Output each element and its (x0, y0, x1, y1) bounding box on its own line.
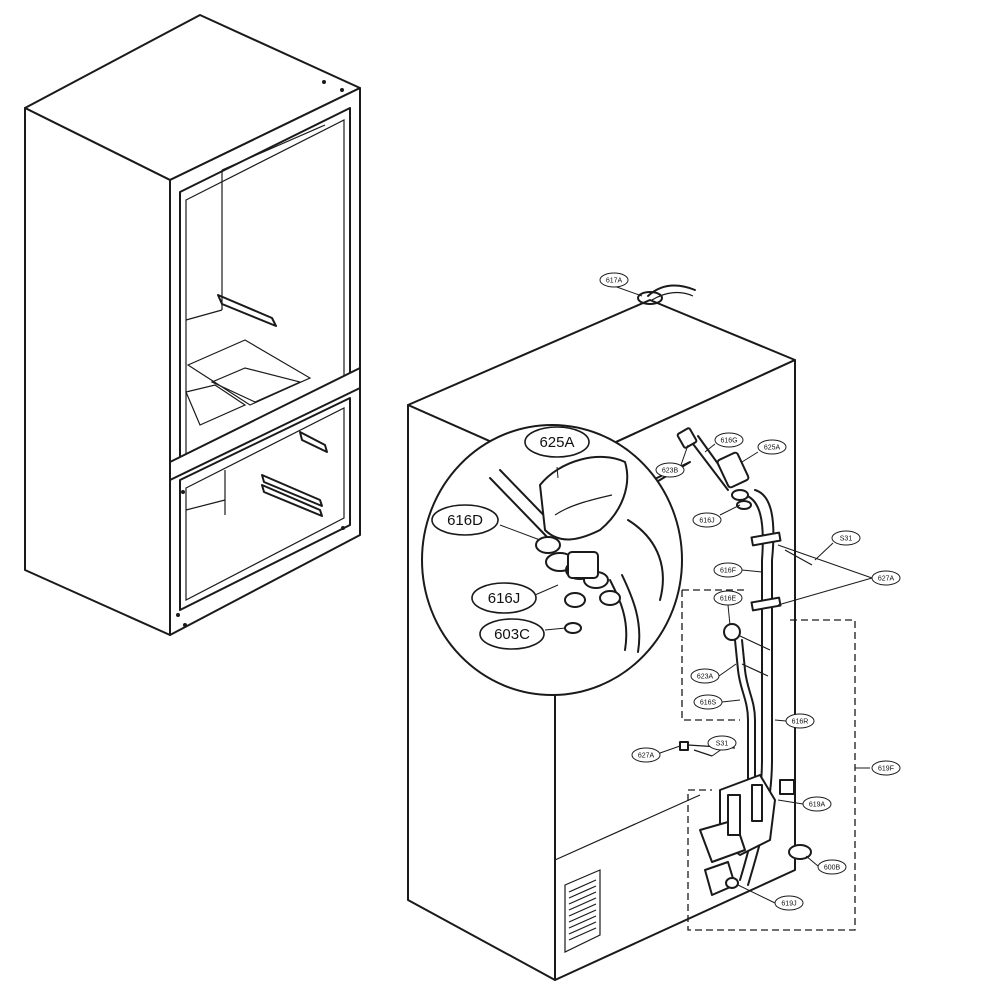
label-623B: 623B (655, 444, 689, 478)
svg-text:623A: 623A (697, 674, 714, 681)
label-627A-upper: 627A (777, 544, 901, 606)
callout-616D: 616D (431, 504, 499, 536)
label-616R: 616R (774, 713, 815, 729)
svg-text:616S: 616S (700, 700, 717, 707)
assembly-outlines (681, 589, 870, 931)
water-tube-assembly (676, 427, 813, 896)
cabinet-front-view (24, 14, 361, 636)
svg-text:616J: 616J (699, 518, 714, 525)
callout-625A: 625A (524, 426, 590, 458)
svg-text:S31: S31 (716, 741, 729, 748)
label-627A-lower: 627A (631, 745, 681, 763)
label-625A: 625A (741, 439, 787, 463)
label-619F: 619F (871, 760, 901, 776)
svg-text:616F: 616F (720, 568, 736, 575)
svg-text:616J: 616J (488, 590, 521, 607)
label-616F: 616F (713, 562, 763, 578)
svg-text:619J: 619J (781, 901, 796, 908)
label-619J: 619J (737, 884, 804, 911)
callout-616J: 616J (471, 582, 537, 614)
svg-text:623B: 623B (662, 468, 679, 475)
svg-text:625A: 625A (539, 434, 574, 451)
svg-text:625A: 625A (764, 445, 781, 452)
svg-text:617A: 617A (606, 278, 623, 285)
callout-603C: 603C (479, 618, 545, 650)
label-617A: 617A (599, 272, 643, 297)
detail-magnifier (421, 424, 691, 696)
label-619A: 619A (777, 796, 832, 812)
label-616E: 616E (713, 590, 743, 626)
label-616G: 616G (704, 432, 744, 453)
label-616S: 616S (693, 694, 741, 710)
svg-text:616D: 616D (447, 512, 483, 529)
svg-text:616R: 616R (792, 719, 809, 726)
label-S31-lower: S31 (707, 735, 737, 757)
svg-text:603C: 603C (494, 626, 530, 643)
label-600B: 600B (805, 855, 847, 875)
svg-text:627A: 627A (638, 753, 655, 760)
label-S31-upper: S31 (814, 530, 861, 561)
svg-text:600B: 600B (824, 865, 841, 872)
vent-grille (564, 869, 601, 953)
svg-text:619A: 619A (809, 802, 826, 809)
label-616J: 616J (692, 504, 741, 528)
svg-text:616E: 616E (720, 596, 737, 603)
label-623A: 623A (690, 663, 737, 684)
svg-text:619F: 619F (878, 766, 894, 773)
svg-text:S31: S31 (840, 536, 853, 543)
svg-text:627A: 627A (878, 576, 895, 583)
svg-text:616G: 616G (720, 438, 737, 445)
